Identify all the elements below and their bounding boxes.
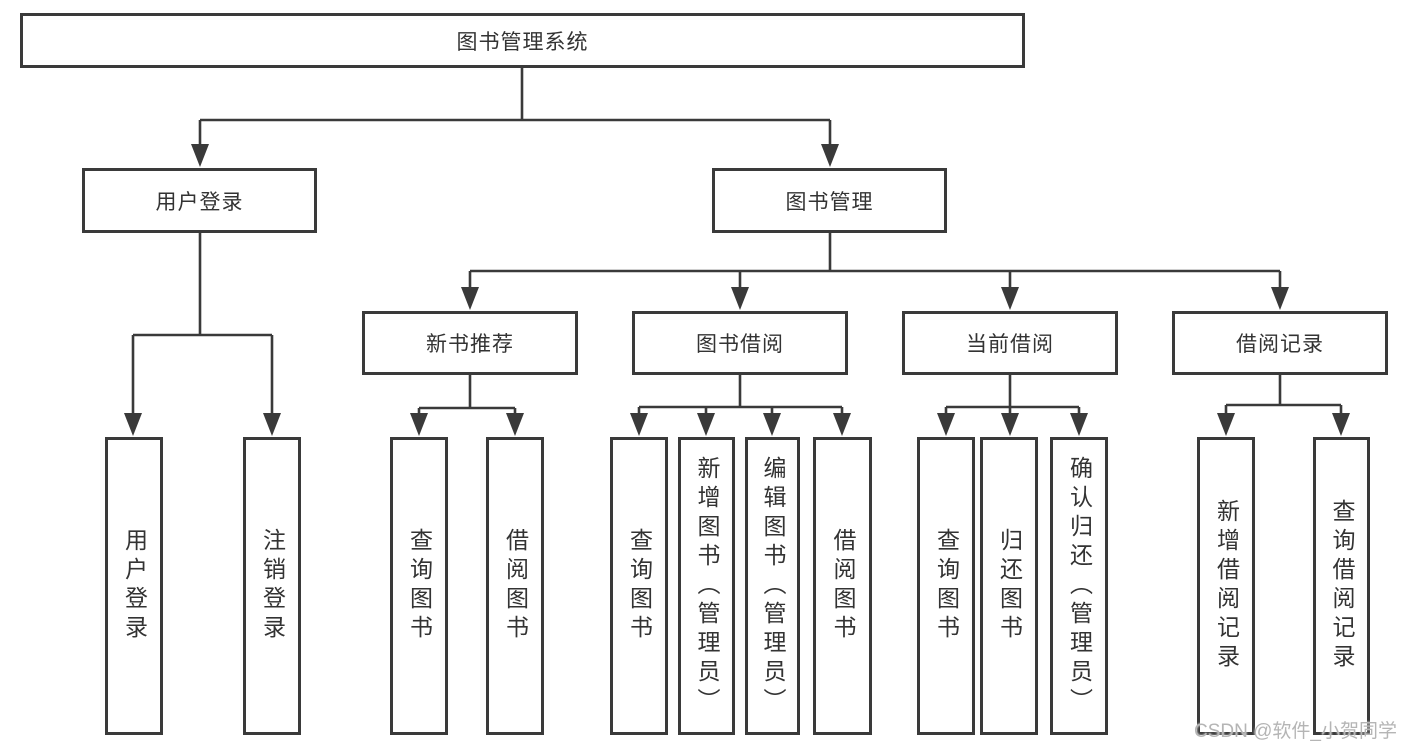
leaf-query-books-2: 查询图书	[610, 437, 668, 735]
node-label: 新书推荐	[426, 333, 514, 356]
node-label: 图书借阅	[696, 333, 784, 356]
node-system-root: 图书管理系统	[20, 13, 1025, 68]
leaf-query-borrow-record: 查询借阅记录	[1313, 437, 1370, 735]
node-label: 图书管理	[785, 190, 874, 214]
connector-book-borrow-to-leaves	[637, 375, 844, 420]
connector-user-login-to-leaves	[131, 233, 274, 420]
leaf-query-books-1: 查询图书	[390, 437, 448, 735]
leaf-borrow-books-1: 借阅图书	[486, 437, 544, 735]
watermark: CSDN @软件_小贺同学	[1194, 721, 1397, 742]
connector-new-book-rec-to-leaves	[417, 375, 517, 420]
leaf-label: 编辑图书（管理员）	[760, 455, 786, 717]
connector-book-management-to-level3	[468, 233, 1282, 294]
leaf-borrow-books-2: 借阅图书	[813, 437, 872, 735]
leaf-label: 查询图书	[626, 528, 653, 644]
leaf-add-book-admin: 新增图书（管理员）	[678, 437, 735, 735]
node-label: 借阅记录	[1236, 333, 1324, 356]
leaf-edit-book-admin: 编辑图书（管理员）	[745, 437, 800, 735]
leaf-label: 归还图书	[996, 528, 1023, 644]
leaf-label: 借阅图书	[830, 528, 856, 644]
connector-current-borrow-to-leaves	[944, 375, 1081, 420]
leaf-logout: 注销登录	[243, 437, 301, 735]
node-book-borrowing: 图书借阅	[632, 311, 848, 375]
connector-borrow-records-to-leaves	[1224, 375, 1343, 420]
leaf-query-books-3: 查询图书	[917, 437, 975, 735]
node-current-borrowing: 当前借阅	[902, 311, 1118, 375]
node-label: 当前借阅	[966, 333, 1054, 356]
node-borrowing-records: 借阅记录	[1172, 311, 1388, 375]
node-label: 图书管理系统	[456, 30, 589, 54]
node-new-book-recommendation: 新书推荐	[362, 311, 578, 375]
node-label: 用户登录	[155, 190, 244, 214]
leaf-label: 注销登录	[259, 528, 286, 644]
leaf-confirm-return-admin: 确认归还（管理员）	[1050, 437, 1108, 735]
leaf-label: 查询图书	[933, 528, 960, 644]
leaf-label: 查询图书	[406, 528, 433, 644]
leaf-add-borrow-record: 新增借阅记录	[1197, 437, 1255, 735]
leaf-label: 确认归还（管理员）	[1066, 455, 1093, 717]
connector-root-to-level2	[198, 68, 832, 150]
leaf-label: 新增图书（管理员）	[694, 455, 720, 717]
leaf-user-login: 用户登录	[105, 437, 163, 735]
leaf-label: 用户登录	[121, 528, 148, 644]
leaf-return-book: 归还图书	[980, 437, 1038, 735]
node-book-management: 图书管理	[712, 168, 947, 233]
node-user-login: 用户登录	[82, 168, 317, 233]
leaf-label: 查询借阅记录	[1329, 499, 1355, 673]
leaf-label: 借阅图书	[502, 528, 529, 644]
leaf-label: 新增借阅记录	[1213, 499, 1240, 673]
